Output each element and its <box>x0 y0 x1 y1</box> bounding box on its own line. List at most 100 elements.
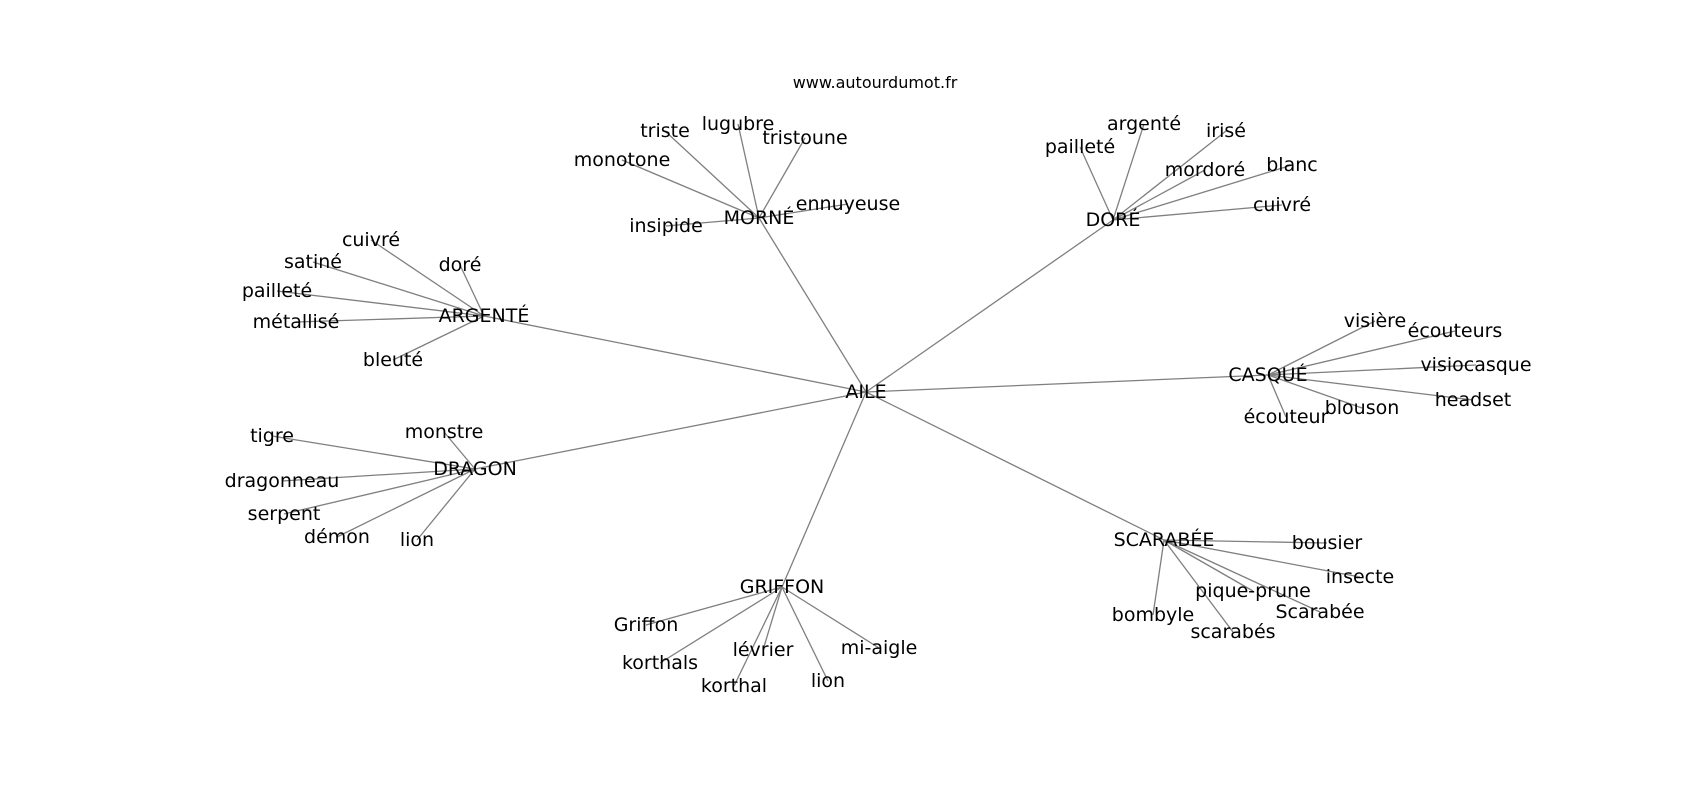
cluster-node[interactable]: DRAGON <box>433 458 517 480</box>
edge-leaf <box>295 315 485 323</box>
leaf-node[interactable]: visiocasque <box>1420 354 1531 376</box>
leaf-node[interactable]: scarabés <box>1190 621 1275 643</box>
edge-leaf <box>336 468 476 538</box>
edge-center-to-griffon <box>781 391 867 588</box>
edge-leaf <box>737 123 760 219</box>
center-node[interactable]: AILE <box>845 381 886 403</box>
edge-leaf <box>1267 374 1474 401</box>
edge-leaf <box>1112 169 1206 221</box>
edge-leaf <box>1267 320 1376 376</box>
edge-leaf <box>312 261 485 317</box>
leaf-node[interactable]: blanc <box>1266 154 1317 176</box>
edge-leaf <box>665 217 760 227</box>
leaf-node[interactable]: pailleté <box>1045 136 1115 158</box>
edge-leaf <box>781 586 829 682</box>
graph-edges <box>271 123 1477 687</box>
leaf-node[interactable]: cuivré <box>342 229 400 251</box>
edge-leaf <box>621 159 760 219</box>
leaf-node[interactable]: mordoré <box>1165 159 1245 181</box>
leaf-node[interactable]: irisé <box>1206 120 1246 142</box>
leaf-node[interactable]: doré <box>439 254 482 276</box>
edge-center-to-morné <box>758 217 867 393</box>
edge-leaf <box>1267 374 1287 418</box>
cluster-node[interactable]: MORNÉ <box>724 206 795 229</box>
edge-leaf <box>1267 330 1456 376</box>
leaf-node[interactable]: headset <box>1435 389 1511 411</box>
leaf-node[interactable]: korthals <box>622 652 698 674</box>
edge-leaf <box>1267 364 1477 376</box>
leaf-node[interactable]: démon <box>304 526 370 548</box>
edge-leaf <box>758 137 806 219</box>
edge-leaf <box>271 435 476 470</box>
edge-leaf <box>459 264 485 317</box>
leaf-node[interactable]: serpent <box>248 503 321 525</box>
edge-leaf <box>392 315 485 361</box>
leaf-node[interactable]: écouteur <box>1244 406 1329 428</box>
edge-leaf <box>1163 539 1321 613</box>
edge-leaf <box>733 586 783 687</box>
edge-leaf <box>283 468 476 515</box>
leaf-node[interactable]: monstre <box>405 421 484 443</box>
leaf-node[interactable]: Griffon <box>614 614 679 636</box>
leaf-node[interactable]: bleuté <box>363 349 423 371</box>
edge-leaf <box>370 239 485 317</box>
leaf-node[interactable]: métallisé <box>253 311 340 333</box>
edge-leaf <box>1152 539 1165 616</box>
cluster-node[interactable]: ARGENTÉ <box>439 304 530 327</box>
leaf-node[interactable]: pailleté <box>242 280 312 302</box>
edge-center-to-argenté <box>483 315 867 393</box>
cluster-node[interactable]: SCARABÉE <box>1114 528 1215 551</box>
leaf-node[interactable]: argenté <box>1107 113 1181 135</box>
leaf-node[interactable]: monotone <box>574 149 671 171</box>
cluster-node[interactable]: GRIFFON <box>740 576 825 598</box>
leaf-node[interactable]: blouson <box>1325 397 1400 419</box>
leaf-node[interactable]: korthal <box>701 675 767 697</box>
leaf-node[interactable]: insipide <box>629 215 703 237</box>
leaf-node[interactable]: pique-prune <box>1195 580 1311 602</box>
edge-leaf <box>276 290 485 317</box>
leaf-node[interactable]: écouteurs <box>1408 320 1503 342</box>
edge-leaf <box>443 431 476 470</box>
edge-leaf <box>659 586 783 664</box>
edge-leaf <box>1079 146 1114 221</box>
leaf-node[interactable]: dragonneau <box>225 470 340 492</box>
edge-leaf <box>1163 539 1328 544</box>
edge-leaf <box>281 468 476 482</box>
edge-leaf <box>416 468 476 541</box>
edge-center-to-casqué <box>865 374 1269 393</box>
edge-leaf <box>781 586 880 649</box>
cluster-node[interactable]: CASQUÉ <box>1228 363 1307 386</box>
leaf-node[interactable]: triste <box>640 120 690 142</box>
leaf-node[interactable]: visière <box>1344 310 1406 332</box>
leaf-node[interactable]: tigre <box>250 425 294 447</box>
edge-leaf <box>1112 164 1293 221</box>
edge-leaf <box>645 586 783 626</box>
leaf-node[interactable]: bombyle <box>1112 604 1194 626</box>
edge-center-to-dragon <box>474 391 867 470</box>
edge-leaf <box>664 130 760 219</box>
leaf-node[interactable]: lion <box>811 670 845 692</box>
leaf-node[interactable]: lévrier <box>733 639 794 661</box>
edge-leaf <box>1267 374 1363 409</box>
leaf-node[interactable]: bousier <box>1292 532 1363 554</box>
leaf-node[interactable]: Scarabée <box>1275 601 1364 623</box>
edge-leaf <box>1112 204 1283 221</box>
leaf-node[interactable]: mi-aigle <box>841 637 918 659</box>
edge-center-to-scarabée <box>865 391 1165 541</box>
leaf-node[interactable]: lion <box>400 529 434 551</box>
leaf-node[interactable]: cuivré <box>1253 194 1311 216</box>
cluster-node[interactable]: DORÉ <box>1086 208 1141 231</box>
edge-leaf <box>762 586 783 651</box>
edge-leaf <box>1163 539 1234 633</box>
leaf-node[interactable]: insecte <box>1326 566 1395 588</box>
edge-leaf <box>1112 123 1145 221</box>
leaf-node[interactable]: satiné <box>284 251 342 273</box>
source-url: www.autourdumot.fr <box>793 73 958 92</box>
leaf-node[interactable]: lugubre <box>702 113 775 135</box>
leaf-node[interactable]: tristoune <box>762 127 847 149</box>
edge-leaf <box>1163 539 1254 592</box>
edge-leaf <box>758 203 849 219</box>
leaf-node[interactable]: ennuyeuse <box>796 193 900 215</box>
